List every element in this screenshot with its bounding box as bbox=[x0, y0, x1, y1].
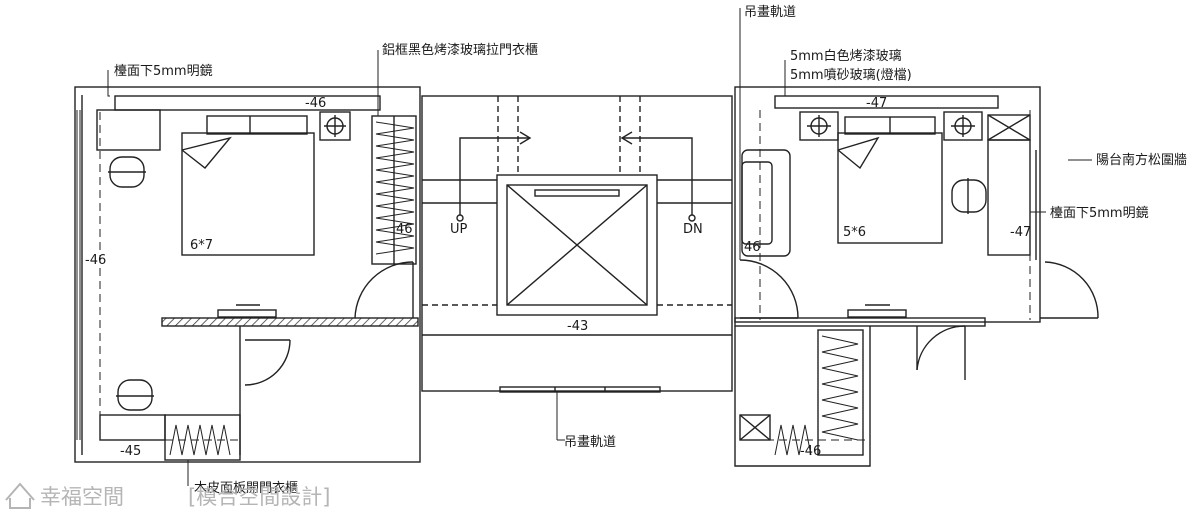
dim-right-wall: -47 bbox=[1010, 225, 1031, 240]
callout-glass-white: 5mm白色烤漆玻璃 bbox=[790, 48, 902, 64]
right-door-swing bbox=[739, 259, 799, 319]
watermark: 幸福空間 [模合空間設計] bbox=[5, 482, 330, 509]
dim-bottom-left: -45 bbox=[120, 444, 141, 459]
right-room-outline bbox=[734, 86, 1041, 323]
callout-mirror-left: 檯面下5mm明鏡 bbox=[114, 64, 213, 79]
leader-lines bbox=[107, 8, 1092, 486]
right-closet-outline bbox=[734, 326, 871, 467]
bed-size-right: 5*6 bbox=[843, 225, 866, 240]
left-room bbox=[74, 86, 421, 463]
down-arrow bbox=[622, 137, 693, 215]
callout-door-wardrobe: 木皮面板開門衣櫃 bbox=[194, 480, 298, 496]
callout-balcony: 陽台南方松圍牆 bbox=[1096, 152, 1187, 168]
callout-mirror-right: 檯面下5mm明鏡 bbox=[1050, 206, 1149, 221]
right-chair bbox=[951, 179, 987, 213]
left-bed bbox=[181, 132, 315, 256]
left-room-outline bbox=[74, 86, 421, 463]
dim-wardrobe: 46 bbox=[396, 222, 413, 237]
watermark-brand: 幸福空間 bbox=[40, 485, 124, 509]
elevator-shaft bbox=[496, 174, 658, 316]
stair-outline bbox=[421, 95, 733, 392]
left-door-swing bbox=[354, 261, 414, 319]
right-door-wardrobe bbox=[817, 329, 864, 456]
up-arrow bbox=[459, 137, 530, 215]
left-top-shelf bbox=[114, 95, 381, 111]
stair-down-label: DN bbox=[683, 222, 703, 237]
right-nightstand-left bbox=[799, 111, 839, 141]
right-room bbox=[734, 86, 1099, 467]
callout-track-top: 吊畫軌道 bbox=[744, 4, 796, 20]
left-door-wardrobe bbox=[164, 414, 241, 461]
dim-top-right: -47 bbox=[866, 96, 887, 111]
dim-top-left: -46 bbox=[305, 96, 326, 111]
callout-track-bottom: 吊畫軌道 bbox=[564, 434, 616, 450]
watermark-designer: [模合空間設計] bbox=[188, 485, 330, 509]
house-logo-icon bbox=[5, 482, 35, 509]
callout-sliding-wardrobe: 鋁框黑色烤漆玻璃拉門衣櫃 bbox=[382, 42, 538, 58]
closet-door-swing bbox=[916, 325, 966, 371]
bath-door-swing bbox=[244, 339, 291, 386]
right-partition bbox=[734, 317, 986, 327]
dim-bottom-right: -46 bbox=[800, 444, 821, 459]
stair-up-label: UP bbox=[450, 222, 468, 237]
callout-glass-frosted: 5mm噴砂玻璃(燈檔) bbox=[790, 68, 912, 83]
balcony-door-swing bbox=[1044, 261, 1099, 319]
left-desk bbox=[96, 109, 161, 151]
dim-left-wall: -46 bbox=[85, 253, 106, 268]
left-partition bbox=[161, 317, 419, 327]
bottom-track bbox=[499, 386, 661, 393]
dim-mid-right: 46 bbox=[744, 240, 761, 255]
dim-corridor: -43 bbox=[567, 319, 588, 334]
left-bed-headboard bbox=[206, 115, 308, 135]
right-top-shelf bbox=[774, 95, 999, 109]
stair-core bbox=[421, 95, 733, 441]
left-chair-bottom bbox=[117, 379, 153, 411]
bed-size-left: 6*7 bbox=[190, 238, 213, 253]
left-bed-fold bbox=[181, 136, 232, 169]
right-nightstand-right bbox=[943, 111, 983, 141]
left-nightstand bbox=[319, 111, 351, 141]
